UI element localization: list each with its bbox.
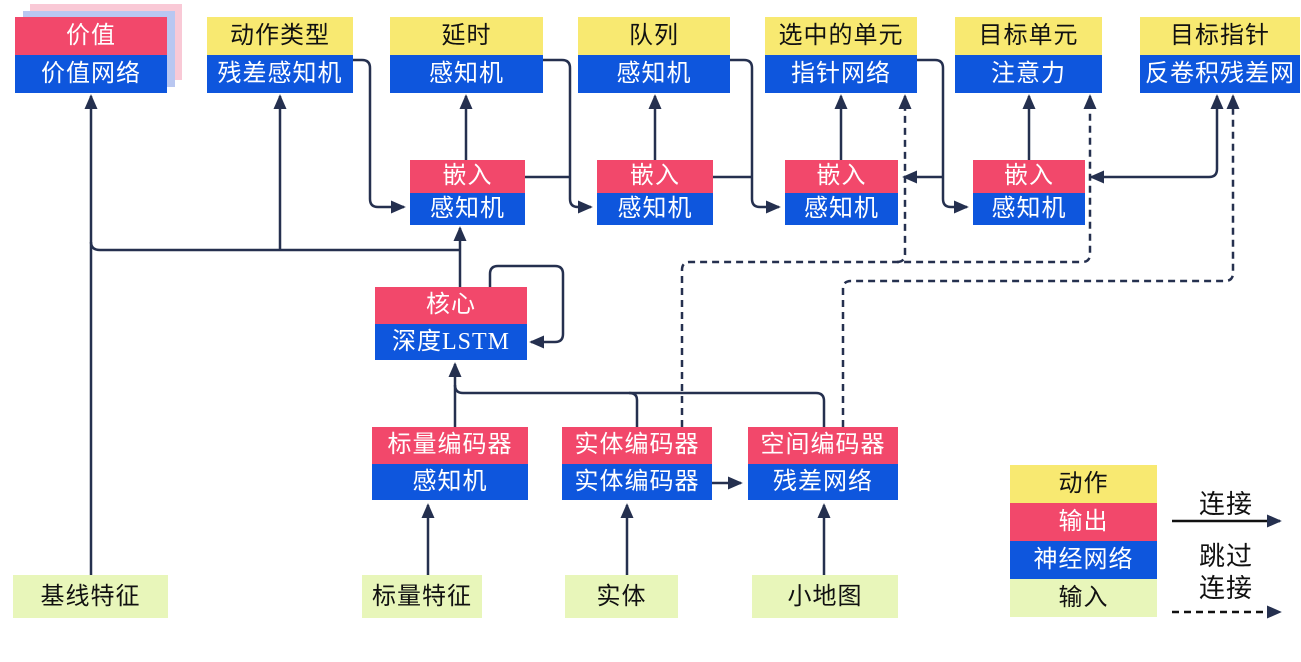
node-embedding-3-output: 嵌入: [785, 160, 898, 193]
node-target-unit-network: 注意力: [955, 55, 1102, 93]
node-queue-action: 队列: [578, 17, 730, 55]
node-target-unit-action: 目标单元: [955, 17, 1102, 55]
input-entities-label: 实体: [565, 575, 678, 618]
node-spatial-encoder: 空间编码器 残差网络: [748, 427, 898, 500]
node-embedding-4: 嵌入 感知机: [973, 160, 1085, 225]
node-core: 核心 深度LSTM: [375, 287, 527, 360]
node-scalar-encoder-output: 标量编码器: [372, 427, 528, 464]
legend-output: 输出: [1010, 503, 1157, 541]
node-target-point: 目标指针 反卷积残差网: [1140, 17, 1300, 93]
node-embedding-3: 嵌入 感知机: [785, 160, 898, 225]
node-action-type: 动作类型 残差感知机: [207, 17, 353, 93]
node-embedding-2-output: 嵌入: [597, 160, 713, 193]
legend-arrows: [1172, 514, 1282, 619]
node-embedding-4-network: 感知机: [973, 192, 1085, 225]
node-spatial-encoder-network: 残差网络: [748, 463, 898, 500]
legend-dashed-label-line1: 跳过: [1198, 542, 1253, 571]
node-embedding-2: 嵌入 感知机: [597, 160, 713, 225]
node-action-type-network: 残差感知机: [207, 55, 353, 93]
node-embedding-2-network: 感知机: [597, 192, 713, 225]
node-embedding-1: 嵌入 感知机: [410, 160, 525, 225]
node-selected-units-action: 选中的单元: [765, 17, 917, 55]
node-core-network: 深度LSTM: [375, 323, 527, 360]
node-embedding-1-output: 嵌入: [410, 160, 525, 193]
node-value: 价值 价值网络: [15, 17, 167, 93]
legend-input: 输入: [1010, 579, 1157, 617]
node-core-output: 核心: [375, 287, 527, 324]
node-scalar-encoder-network: 感知机: [372, 463, 528, 500]
skip-connections: [680, 94, 1240, 427]
input-scalar-features-label: 标量特征: [362, 575, 482, 618]
legend-action: 动作: [1010, 465, 1157, 503]
node-queue: 队列 感知机: [578, 17, 730, 93]
node-target-unit: 目标单元 注意力: [955, 17, 1102, 93]
node-embedding-3-network: 感知机: [785, 192, 898, 225]
legend-dashed-label-line2: 连接: [1198, 574, 1253, 603]
node-target-point-network: 反卷积残差网: [1140, 55, 1300, 93]
node-spatial-encoder-output: 空间编码器: [748, 427, 898, 464]
node-queue-network: 感知机: [578, 55, 730, 93]
node-entity-encoder: 实体编码器 实体编码器: [562, 427, 712, 500]
input-baseline-features: 基线特征: [13, 575, 168, 618]
node-entity-encoder-network: 实体编码器: [562, 463, 712, 500]
node-delay-network: 感知机: [390, 55, 543, 93]
node-entity-encoder-output: 实体编码器: [562, 427, 712, 464]
legend-network: 神经网络: [1010, 541, 1157, 579]
node-scalar-encoder: 标量编码器 感知机: [372, 427, 528, 500]
node-delay: 延时 感知机: [390, 17, 543, 93]
node-embedding-4-output: 嵌入: [973, 160, 1085, 193]
node-target-point-action: 目标指针: [1140, 17, 1300, 55]
input-scalar-features: 标量特征: [362, 575, 482, 618]
input-minimap-label: 小地图: [752, 575, 898, 618]
node-value-output: 价值: [15, 17, 167, 55]
node-embedding-1-network: 感知机: [410, 192, 525, 225]
input-baseline-features-label: 基线特征: [13, 575, 168, 618]
node-delay-action: 延时: [390, 17, 543, 55]
node-action-type-action: 动作类型: [207, 17, 353, 55]
input-entities: 实体: [565, 575, 678, 618]
node-selected-units: 选中的单元 指针网络: [765, 17, 917, 93]
input-minimap: 小地图: [752, 575, 898, 618]
legend-solid-label: 连接: [1198, 490, 1253, 519]
node-value-network: 价值网络: [15, 55, 167, 93]
legend: 动作 输出 神经网络 输入: [1010, 465, 1157, 617]
node-selected-units-network: 指针网络: [765, 55, 917, 93]
